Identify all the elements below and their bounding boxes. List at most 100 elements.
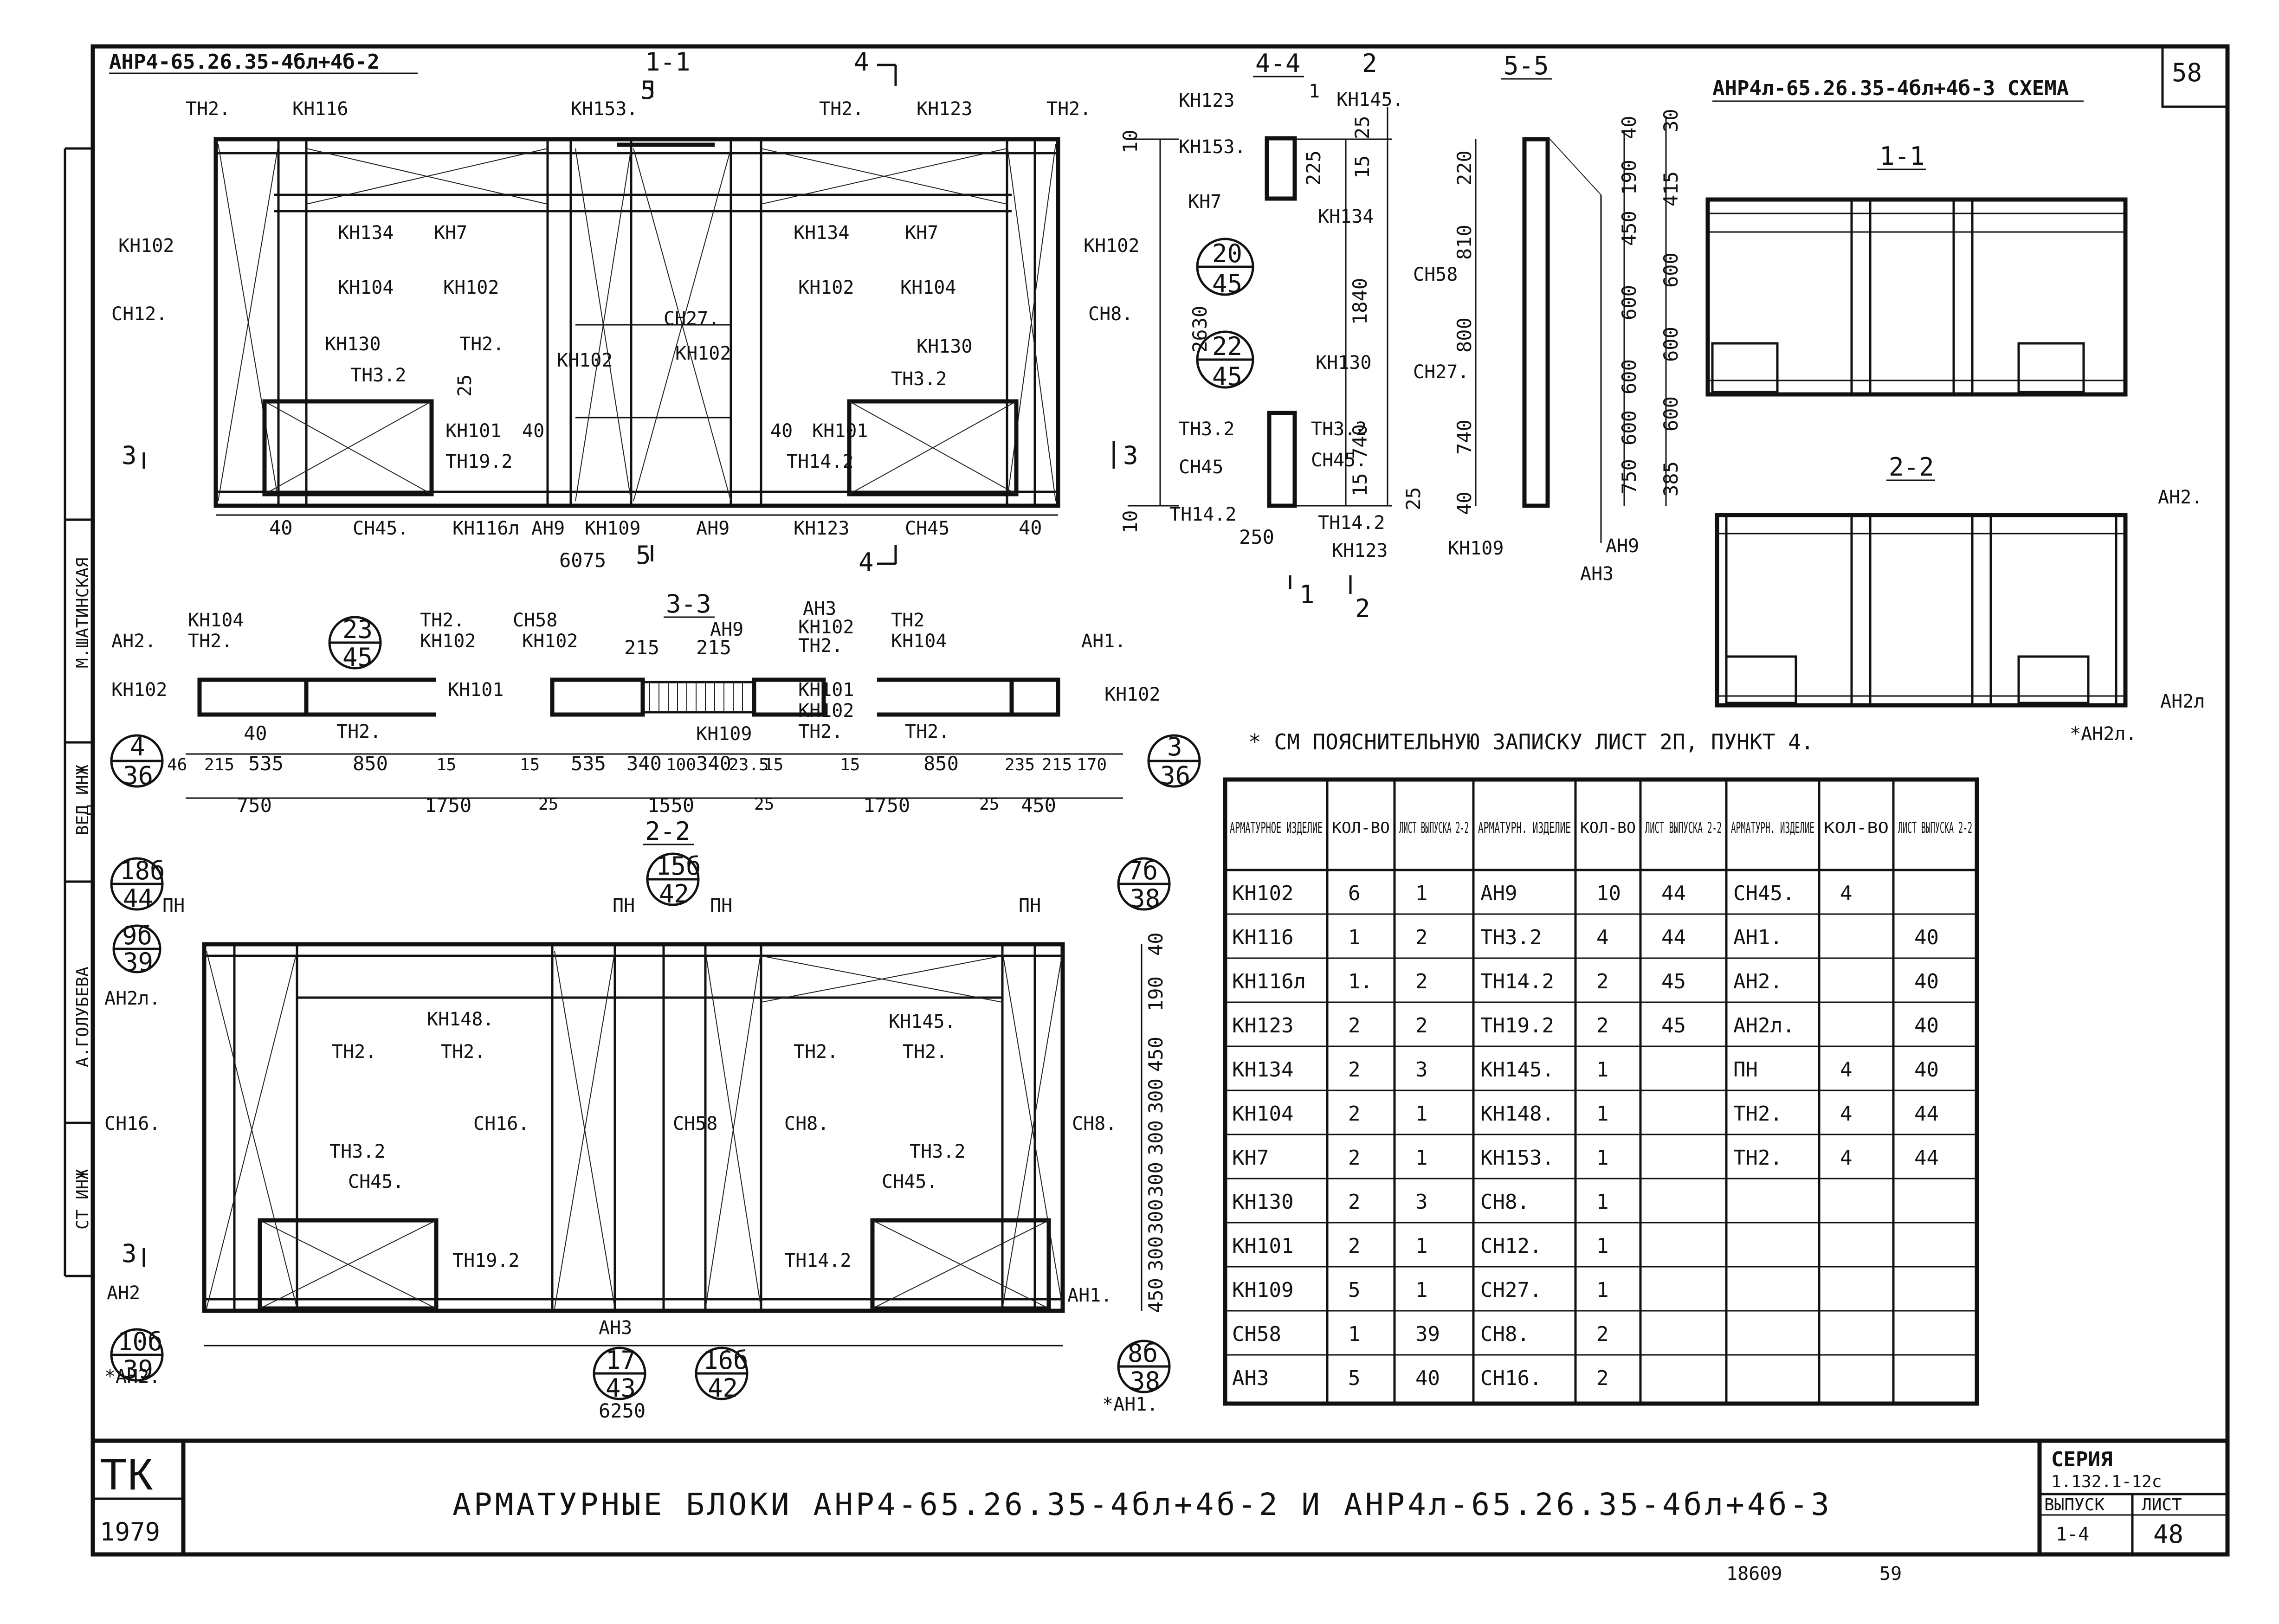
label: 1 [1309, 81, 1320, 102]
stamp-year: 1979 [100, 1517, 160, 1547]
dim: 850 [923, 752, 959, 775]
dim: 1750 [425, 794, 471, 817]
table-cell: 2 [1596, 1366, 1609, 1390]
label: СН45. [348, 1171, 404, 1192]
label: 215 [696, 636, 731, 659]
callout-bottom: 43 [606, 1373, 636, 1403]
dim: 6075 [559, 549, 606, 572]
dim: 810 [1453, 225, 1476, 260]
dim: 40 [269, 516, 293, 539]
label: КН7 [1188, 191, 1221, 213]
bottom-number-2: 59 [1879, 1563, 1902, 1585]
side-stamp-name-1: М.ШАТИНСКАЯ [73, 558, 92, 668]
label: АН3 [803, 598, 836, 619]
table-cell: АН2. [1733, 970, 1782, 993]
table-cell: 40 [1914, 970, 1939, 993]
callout-top: 7б [1128, 856, 1158, 885]
callout-bottom: 38 [1130, 884, 1160, 913]
table-cell: 1. [1348, 970, 1373, 993]
table-cell: СН8. [1480, 1190, 1530, 1214]
label: ТН2. [798, 721, 843, 742]
label: СН45. [1311, 450, 1367, 471]
dim: 235 [1005, 755, 1035, 774]
issue-value: 1-4 [2056, 1524, 2089, 1545]
dim: 15 [520, 755, 540, 774]
section-mark-3-left: 3 [122, 441, 137, 470]
callout-top: 3 [1167, 732, 1182, 761]
sheet-frame [64, 44, 2230, 1557]
label: ТН2. [332, 1041, 376, 1063]
table-cell: КН153. [1480, 1146, 1554, 1170]
callout-bottom: 42 [659, 879, 689, 909]
dim: 600 [1618, 285, 1640, 320]
label: ТН2. [798, 635, 843, 657]
dim: 450 [1144, 1278, 1167, 1313]
dim: 600 [1618, 359, 1640, 394]
callout-top: 15б [656, 851, 701, 881]
dim: 190 [1618, 160, 1640, 195]
table-cell: АН9 [1480, 882, 1517, 905]
section-4-4-labels: КН123 1 КН145. КН153. 225 15 25 КН7 КН13… [1169, 81, 1425, 623]
table-cell: 1 [1596, 1234, 1609, 1258]
dim: 1750 [863, 794, 910, 817]
dim: 340 [696, 752, 731, 775]
callout-bottom: 39 [123, 1355, 153, 1384]
block-outline [213, 137, 1060, 508]
dim: 10 [1119, 129, 1142, 153]
table-cell: 2 [1348, 1146, 1361, 1170]
label: ПН [1019, 895, 1041, 916]
table-cell: ТН14.2 [1480, 970, 1554, 993]
dim: 535 [248, 752, 284, 775]
label: КН109 [1448, 538, 1504, 559]
bottom-number-1: 18609 [1726, 1563, 1782, 1585]
table-cell: 1 [1415, 1278, 1428, 1302]
label: 40 [770, 420, 793, 442]
label: *АН1. [1102, 1394, 1158, 1415]
label: СН16. [473, 1113, 529, 1134]
section-mark-3: 3 [122, 1239, 137, 1268]
label: КН102 [798, 277, 854, 298]
table-cell: КН134 [1232, 1058, 1293, 1082]
label: СН16. [104, 1113, 160, 1134]
dim: 340 [626, 752, 662, 775]
label: КН102 [1084, 235, 1139, 257]
callout: 16б 42 [695, 1346, 749, 1403]
label: СН8. [1072, 1113, 1117, 1134]
dim: 40 [1019, 516, 1042, 539]
dim: 2630 [1188, 306, 1211, 353]
callout-top: 17 [606, 1346, 636, 1375]
side-stamp: М.ШАТИНСКАЯ ВЕД ИНЖ А.ГОЛУБЕВА СТ ИНЖ [73, 558, 92, 1230]
section-mark-3-right: 3 [1123, 441, 1138, 470]
table-cell: 1 [1415, 882, 1428, 905]
dim: 750 [1618, 459, 1640, 494]
table-cell: 4 [1840, 1102, 1853, 1126]
dim: 600 [1659, 327, 1682, 362]
dim: 450 [1144, 1037, 1167, 1072]
table-cell: 1 [1348, 926, 1361, 949]
dim: 1550 [647, 794, 694, 817]
callout: 22 45 [1196, 330, 1254, 391]
section-4-4: 4-4 2 КН123 1 КН145. КН153. 225 15 25 КН… [1169, 49, 1425, 623]
table-cell: 2 [1415, 926, 1428, 949]
label: АН1. [1081, 631, 1126, 652]
dim: 25 [979, 795, 999, 814]
label: ТН2. [188, 631, 232, 652]
callout-bottom: 45 [342, 643, 373, 672]
table-cell: 3 [1415, 1058, 1428, 1082]
table-cell: СН58 [1232, 1322, 1281, 1346]
label: 2 [1355, 594, 1370, 623]
label: ТН3.2 [350, 365, 406, 386]
issue-label: ВЫПУСК [2044, 1495, 2105, 1514]
callout: 4 36 [110, 732, 164, 790]
callout-top: 10б [117, 1327, 163, 1356]
label: ТН19.2 [445, 451, 513, 472]
table-cell: КН116л [1232, 970, 1306, 993]
section-mark-1-1: 1-1 [645, 47, 691, 77]
label: 250 [1239, 526, 1274, 548]
table-header-cell: ЛИСТ ВЫПУСКА 2-2 [1898, 819, 1972, 837]
